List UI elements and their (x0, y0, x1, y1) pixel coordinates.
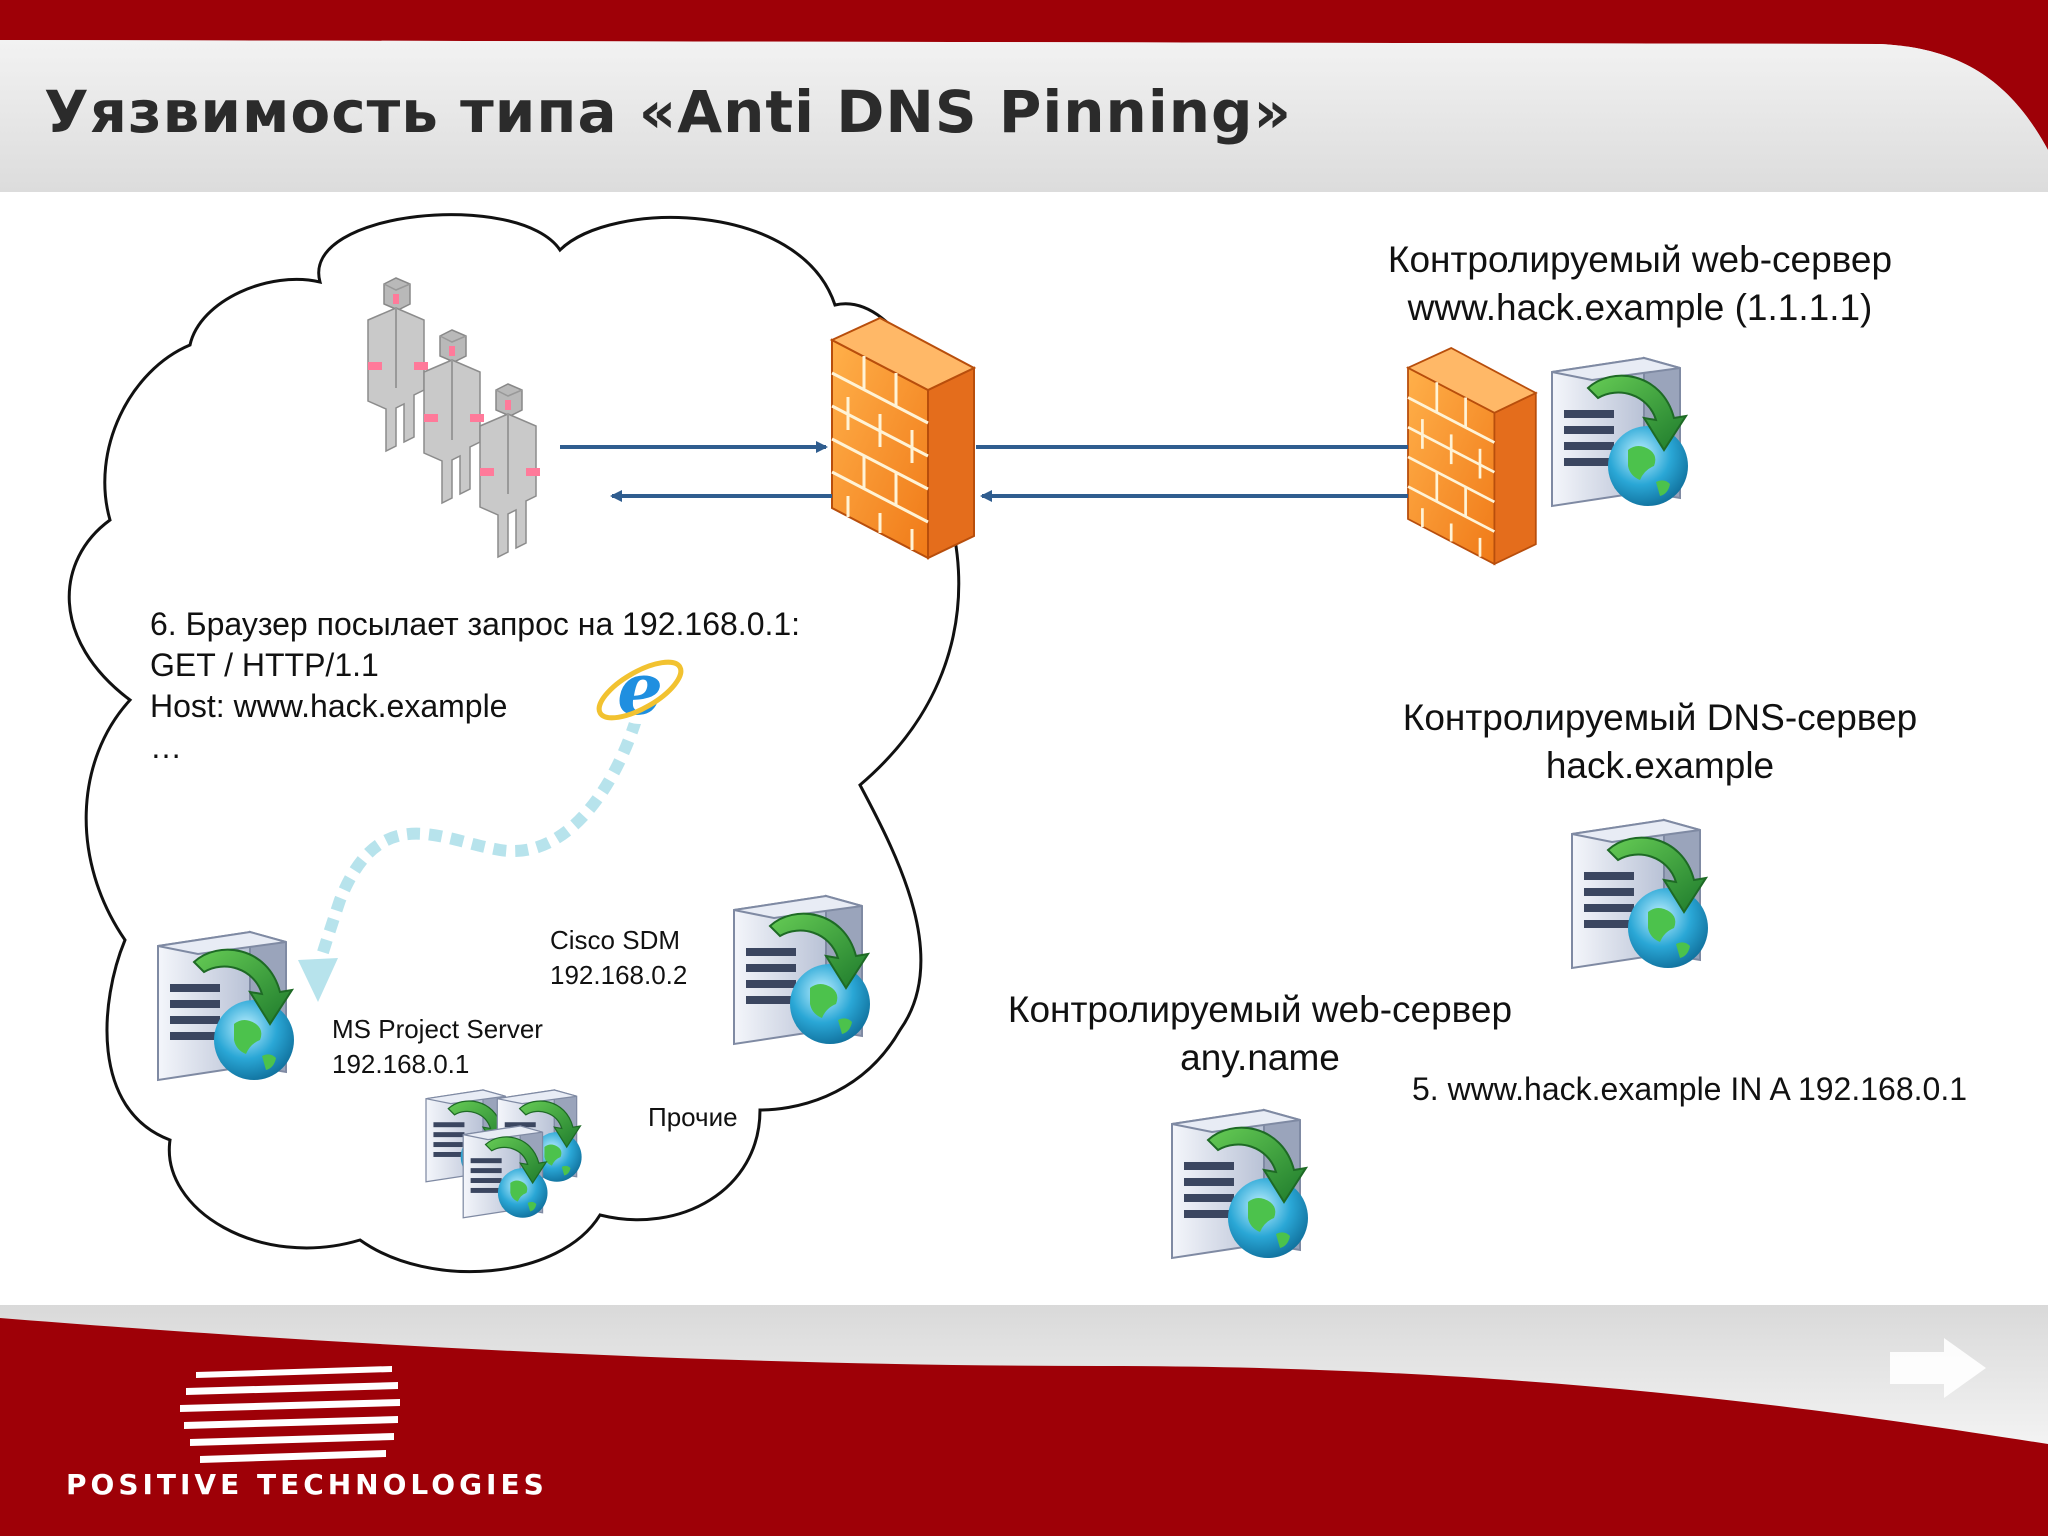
dns-server-label: Контролируемый DNS-сервер hack.example (1402, 697, 1918, 786)
internet-explorer-icon: e (596, 646, 684, 731)
header-red-band (0, 0, 2048, 150)
ms-project-server-icon (157, 931, 295, 1081)
brand-name: POSITIVE TECHNOLOGIES (66, 1468, 548, 1501)
positive-technologies-logo-icon (180, 1366, 400, 1463)
cisco-label: Cisco SDM 192.168.0.2 (550, 925, 688, 990)
dns-record-label: 5. www.hack.example IN A 192.168.0.1 (1412, 1071, 1967, 1107)
page-title: Уязвимость типа «Anti DNS Pinning» (44, 78, 1293, 146)
redirect-dotted-arrow (309, 718, 642, 982)
header-gray-band (0, 40, 2048, 192)
web-server-any-label: Контролируемый web-сервер any.name (1007, 989, 1513, 1078)
web-server-label: Контролируемый web-сервер www.hack.examp… (1387, 239, 1893, 328)
browser-request-label: 6. Браузер посылает запрос на 192.168.0.… (150, 606, 801, 765)
footer-gray-band (0, 1305, 2048, 1450)
dns-server-icon (1571, 819, 1709, 969)
others-label: Прочие (648, 1102, 738, 1132)
ms-project-label: MS Project Server 192.168.0.1 (332, 1014, 543, 1079)
firewall-icon (1406, 346, 1538, 566)
web-server-icon (1551, 357, 1689, 507)
web-server-any-icon (1171, 1109, 1309, 1259)
next-arrow-icon[interactable] (1890, 1338, 1986, 1398)
footer-red-band (0, 1318, 2048, 1536)
